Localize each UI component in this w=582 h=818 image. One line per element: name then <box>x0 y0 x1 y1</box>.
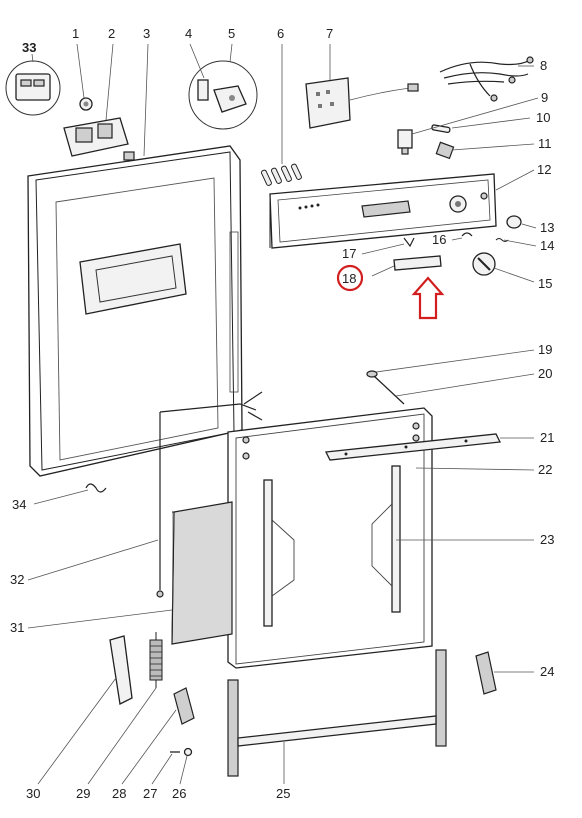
part-3-inner-door <box>27 145 243 477</box>
callout-15: 15 <box>538 276 552 291</box>
part-18-button-bar <box>393 255 442 271</box>
callout-labels: 33 1 2 3 4 5 6 7 8 9 10 11 12 13 14 15 1… <box>10 26 554 801</box>
callout-30: 30 <box>26 786 40 801</box>
callout-23: 23 <box>540 532 554 547</box>
callout-6: 6 <box>277 26 284 41</box>
part-21-trim-bar <box>324 433 502 461</box>
callout-31: 31 <box>10 620 24 635</box>
callout-17: 17 <box>342 246 356 261</box>
callout-29: 29 <box>76 786 90 801</box>
callout-10: 10 <box>536 110 550 125</box>
part-23-door-rails <box>263 465 401 627</box>
part-25-frame-bracket <box>227 649 447 777</box>
callout-22: 22 <box>538 462 552 477</box>
part-15-knob <box>472 252 496 276</box>
part-17-spring-clip <box>403 237 415 248</box>
callout-2: 2 <box>108 26 115 41</box>
callout-33: 33 <box>22 40 36 55</box>
part-28-latch <box>173 687 195 725</box>
part-8-wiring-harness <box>439 56 534 102</box>
part-33-inset <box>5 60 61 116</box>
callout-18: 18 <box>342 271 356 286</box>
part-9-switch <box>397 129 413 155</box>
highlight-arrow <box>411 276 445 320</box>
callout-7: 7 <box>326 26 333 41</box>
part-34-hook <box>85 483 107 493</box>
part-13-knob-cap <box>506 215 522 229</box>
part-24-hinge-bracket <box>475 651 497 695</box>
part-32-cable <box>156 391 263 598</box>
callout-8: 8 <box>540 58 547 73</box>
callout-12: 12 <box>537 162 551 177</box>
part-19-20-rod <box>366 370 405 405</box>
part-16-clip <box>461 232 473 237</box>
callout-11: 11 <box>538 136 552 151</box>
callout-4: 4 <box>185 26 192 41</box>
callout-5: 5 <box>228 26 235 41</box>
highlight-circle-18 <box>336 264 364 292</box>
part-11-connector <box>435 141 455 160</box>
callout-32: 32 <box>10 572 24 587</box>
part-31-insulation <box>171 501 233 645</box>
callout-27: 27 <box>143 786 157 801</box>
part-14-spring <box>495 238 509 242</box>
callout-16: 16 <box>432 232 446 247</box>
part-1-bushing <box>79 97 93 111</box>
callout-34: 34 <box>12 497 26 512</box>
callout-13: 13 <box>540 220 554 235</box>
callout-9: 9 <box>541 90 548 105</box>
part-30-handle <box>109 635 133 705</box>
part-6-rollers <box>260 163 302 186</box>
part-12-control-panel <box>269 173 497 249</box>
part-22-outer-door <box>227 407 433 669</box>
callout-21: 21 <box>540 430 554 445</box>
callout-19: 19 <box>538 342 552 357</box>
callout-24: 24 <box>540 664 554 679</box>
callout-14: 14 <box>540 238 554 253</box>
part-7-control-board <box>305 77 419 129</box>
callout-1: 1 <box>72 26 79 41</box>
callout-20: 20 <box>538 366 552 381</box>
part-29-spring <box>149 632 163 688</box>
callout-26: 26 <box>172 786 186 801</box>
callout-3: 3 <box>143 26 150 41</box>
callout-28: 28 <box>112 786 126 801</box>
part-26-washer <box>183 747 193 757</box>
part-4-5-inset <box>188 60 258 130</box>
leader-lines <box>27 43 539 785</box>
callout-25: 25 <box>276 786 290 801</box>
part-2-dispenser <box>63 117 129 157</box>
